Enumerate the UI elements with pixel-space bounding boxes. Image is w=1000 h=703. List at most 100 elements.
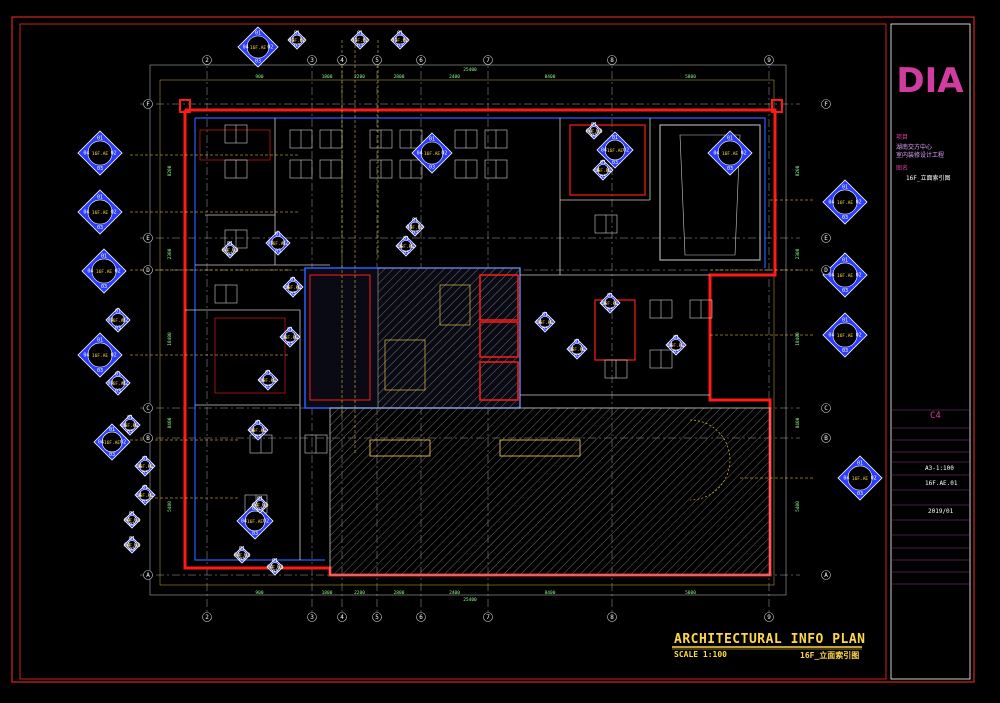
svg-text:16F.AE: 16F.AE [424, 151, 441, 157]
drawing-name: 16F_立面索引图 [906, 175, 951, 182]
svg-text:04: 04 [281, 335, 287, 341]
svg-text:5: 5 [375, 614, 379, 621]
svg-text:01: 01 [542, 312, 548, 318]
svg-text:16F.AE: 16F.AE [852, 476, 869, 482]
svg-text:03: 03 [252, 531, 258, 537]
svg-text:B: B [824, 435, 828, 442]
svg-text:03: 03 [239, 557, 245, 563]
svg-text:B: B [146, 435, 150, 442]
svg-text:04: 04 [536, 320, 542, 326]
svg-text:02: 02 [244, 553, 250, 559]
svg-text:03: 03 [612, 160, 618, 166]
right-dim: 5400 [795, 501, 801, 512]
svg-text:04: 04 [83, 353, 89, 359]
bottom-dim: 2200 [354, 590, 365, 596]
svg-text:01: 01 [255, 31, 261, 37]
top-dim: 1800 [322, 74, 333, 80]
svg-text:04: 04 [667, 343, 673, 349]
bottom-dim: 8400 [545, 590, 556, 596]
svg-text:04: 04 [83, 151, 89, 157]
svg-text:A: A [824, 572, 828, 579]
svg-text:02: 02 [300, 38, 306, 44]
svg-text:01: 01 [397, 30, 403, 36]
svg-text:16F.AE: 16F.AE [270, 241, 287, 247]
svg-text:16F.AE: 16F.AE [110, 318, 127, 324]
grid-bubble-top-5: 5 [372, 55, 382, 65]
grid-bubble-top-6: 6 [416, 55, 426, 65]
svg-text:01: 01 [600, 160, 606, 166]
room-partitions [185, 118, 710, 560]
svg-text:16F.AE: 16F.AE [250, 428, 267, 434]
svg-text:04: 04 [406, 225, 412, 231]
svg-text:01: 01 [97, 337, 103, 343]
svg-text:03: 03 [272, 569, 278, 575]
svg-text:04: 04 [268, 241, 274, 247]
svg-text:01: 01 [842, 317, 848, 323]
svg-text:02: 02 [148, 464, 154, 470]
svg-text:01: 01 [97, 194, 103, 200]
svg-text:04: 04 [136, 464, 142, 470]
project-label: 项目 [896, 134, 909, 141]
plan-scale: SCALE 1:100 [674, 650, 727, 659]
svg-text:04: 04 [284, 285, 290, 291]
svg-text:04: 04 [249, 428, 255, 434]
svg-text:04: 04 [568, 347, 574, 353]
svg-text:16F.AE: 16F.AE [837, 273, 854, 279]
svg-text:03: 03 [101, 284, 107, 290]
drawing-date: 2019/01 [928, 508, 954, 515]
svg-text:03: 03 [842, 348, 848, 354]
svg-text:16F.AE: 16F.AE [260, 378, 277, 384]
svg-text:01: 01 [97, 135, 103, 141]
svg-text:04: 04 [828, 200, 834, 206]
svg-text:16F.AE: 16F.AE [122, 423, 139, 429]
svg-text:02: 02 [133, 423, 139, 429]
svg-text:01: 01 [290, 277, 296, 283]
inner-dim-frame [159, 79, 775, 586]
grid-bubble-right-B: B [821, 433, 831, 443]
top-total-dim: 25400 [463, 67, 477, 73]
svg-text:01: 01 [129, 536, 135, 542]
svg-text:16F.AE: 16F.AE [96, 269, 113, 275]
svg-text:3: 3 [310, 57, 314, 64]
svg-text:02: 02 [122, 381, 128, 387]
svg-text:16F.AE: 16F.AE [607, 148, 624, 154]
right-dim: 2300 [795, 248, 801, 259]
bottom-dim: 900 [255, 590, 263, 596]
svg-text:03: 03 [397, 43, 403, 49]
grid-bubble-left-C: C [143, 403, 153, 413]
svg-text:16F.AE: 16F.AE [285, 285, 302, 291]
svg-text:04: 04 [243, 45, 249, 51]
lobby-door-arc [689, 419, 731, 501]
svg-text:03: 03 [727, 166, 733, 172]
svg-text:03: 03 [109, 452, 115, 458]
svg-text:01: 01 [357, 30, 363, 36]
grid-bubble-bottom-2: 2 [202, 612, 212, 622]
grid-bubble-bottom-8: 8 [607, 612, 617, 622]
svg-text:01: 01 [109, 427, 115, 433]
top-dim: 8400 [545, 74, 556, 80]
top-dim: 2800 [394, 74, 405, 80]
svg-text:01: 01 [607, 293, 613, 299]
svg-text:01: 01 [255, 420, 261, 426]
svg-text:03: 03 [429, 165, 435, 171]
svg-text:03: 03 [842, 215, 848, 221]
svg-text:01: 01 [252, 506, 258, 512]
svg-text:02: 02 [548, 320, 554, 326]
core-area [304, 267, 521, 409]
svg-text:02: 02 [606, 168, 612, 174]
svg-text:01: 01 [142, 485, 148, 491]
svg-text:01: 01 [574, 339, 580, 345]
svg-text:03: 03 [257, 507, 263, 513]
